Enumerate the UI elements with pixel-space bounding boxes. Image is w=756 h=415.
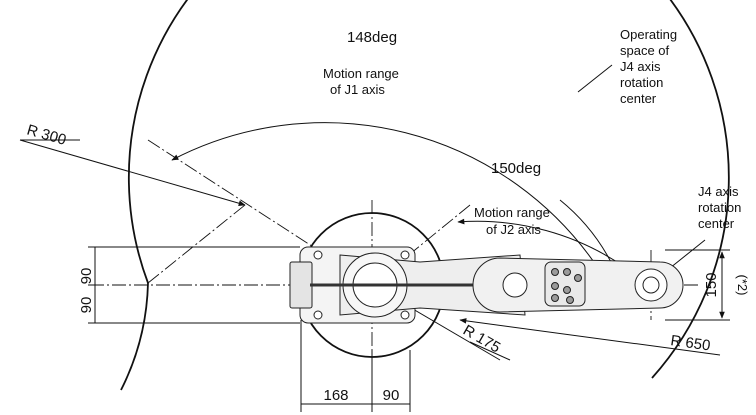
label-dim-168: 168 xyxy=(323,387,348,404)
robot-base-bolt xyxy=(400,250,410,260)
robot-base-bolt xyxy=(313,250,323,260)
label-operating-line4: rotation xyxy=(620,75,663,90)
panel-connector xyxy=(551,294,559,302)
label-j4-center-line2: rotation xyxy=(698,200,741,215)
label-j4-center-line1: J4 axis xyxy=(698,184,739,199)
robot-j2-joint xyxy=(502,272,528,298)
robot-arm xyxy=(289,246,684,324)
panel-connector xyxy=(574,274,582,282)
label-operating-line5: center xyxy=(620,91,657,106)
panel-connector xyxy=(563,268,571,276)
label-j1-range-line2: of J1 axis xyxy=(330,82,385,97)
label-r300: R 300 xyxy=(25,122,68,149)
label-operating-line2: space of xyxy=(620,43,670,58)
label-dim-90-lower: 90 xyxy=(78,297,95,314)
robot-j4-shaft-inner xyxy=(642,276,660,294)
j2-range-arrow-inner xyxy=(559,199,615,269)
r175-underline xyxy=(469,341,511,361)
r650-leader xyxy=(459,318,721,356)
robot-base-bolt xyxy=(313,310,323,320)
left-dimension xyxy=(88,246,300,324)
r300-leader xyxy=(19,139,246,206)
label-r175: R 175 xyxy=(460,322,503,357)
operating-space-outline xyxy=(128,0,730,379)
label-j2-range-line1: Motion range xyxy=(474,205,550,220)
right-dimension xyxy=(665,249,730,321)
panel-connector xyxy=(551,282,559,290)
label-150deg: 150deg xyxy=(491,160,541,177)
label-dim-90-bottom: 90 xyxy=(383,387,400,404)
panel-connector xyxy=(551,268,559,276)
operating-space-leader xyxy=(577,64,613,93)
label-operating-line3: J4 axis xyxy=(620,59,661,74)
panel-connector xyxy=(566,296,574,304)
label-operating-line1: Operating xyxy=(620,27,677,42)
label-j4-center-line3: center xyxy=(698,216,735,231)
label-148deg: 148deg xyxy=(347,29,397,46)
j1-lower-limit-line xyxy=(147,204,246,284)
robot-base-bolt xyxy=(400,310,410,320)
label-dim-150-note: (*2) xyxy=(735,275,750,296)
label-j1-range-line1: Motion range xyxy=(323,66,399,81)
panel-connector xyxy=(563,286,571,294)
operating-space-inner-arc xyxy=(120,282,149,391)
bottom-dimension xyxy=(300,320,411,412)
robot-base-connector xyxy=(289,261,313,309)
label-dim-90-upper: 90 xyxy=(78,268,95,285)
j1-range-arrow xyxy=(171,122,599,269)
label-dim-150: 150 xyxy=(703,272,720,297)
label-j2-range-line2: of J2 axis xyxy=(486,222,541,237)
label-r650: R 650 xyxy=(669,332,711,354)
